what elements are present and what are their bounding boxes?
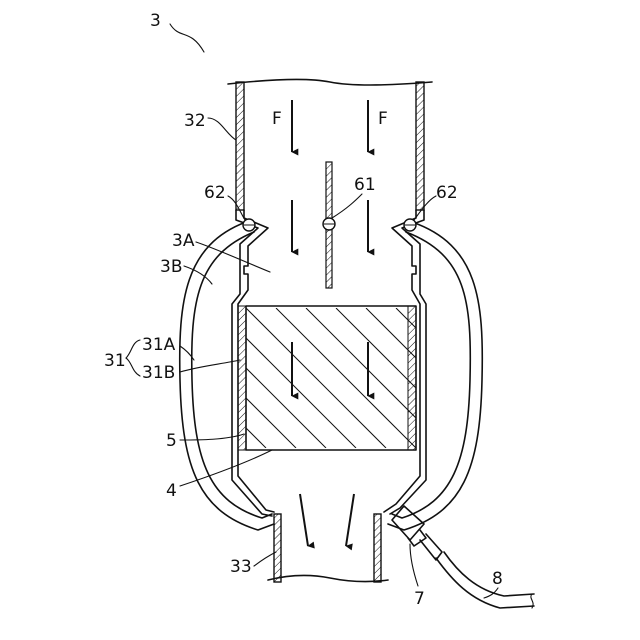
- label-downstream-pipe: 33: [230, 557, 252, 577]
- label-outer-space: 3B: [160, 257, 182, 277]
- label-housing: 31: [104, 351, 126, 371]
- label-outer-shell: 31A: [142, 335, 176, 355]
- label-inner-space: 3A: [172, 231, 195, 251]
- label-valve: 61: [354, 175, 376, 195]
- valve: [323, 162, 335, 288]
- label-upstream-pipe: 32: [184, 111, 206, 131]
- label-hose: 8: [492, 569, 503, 589]
- downstream-pipe: [268, 514, 388, 582]
- label-flow-right: F: [378, 109, 388, 129]
- label-catalyst: 4: [166, 481, 177, 501]
- label-flow-left: F: [272, 109, 282, 129]
- label-figure-3: 3: [150, 11, 161, 31]
- label-seal-right: 62: [436, 183, 458, 203]
- catalyst-body: [126, 306, 536, 450]
- label-seal-left: 62: [204, 183, 226, 203]
- label-mat: 5: [166, 431, 177, 451]
- label-inner-shell: 31B: [142, 363, 175, 383]
- label-connector: 7: [414, 589, 425, 609]
